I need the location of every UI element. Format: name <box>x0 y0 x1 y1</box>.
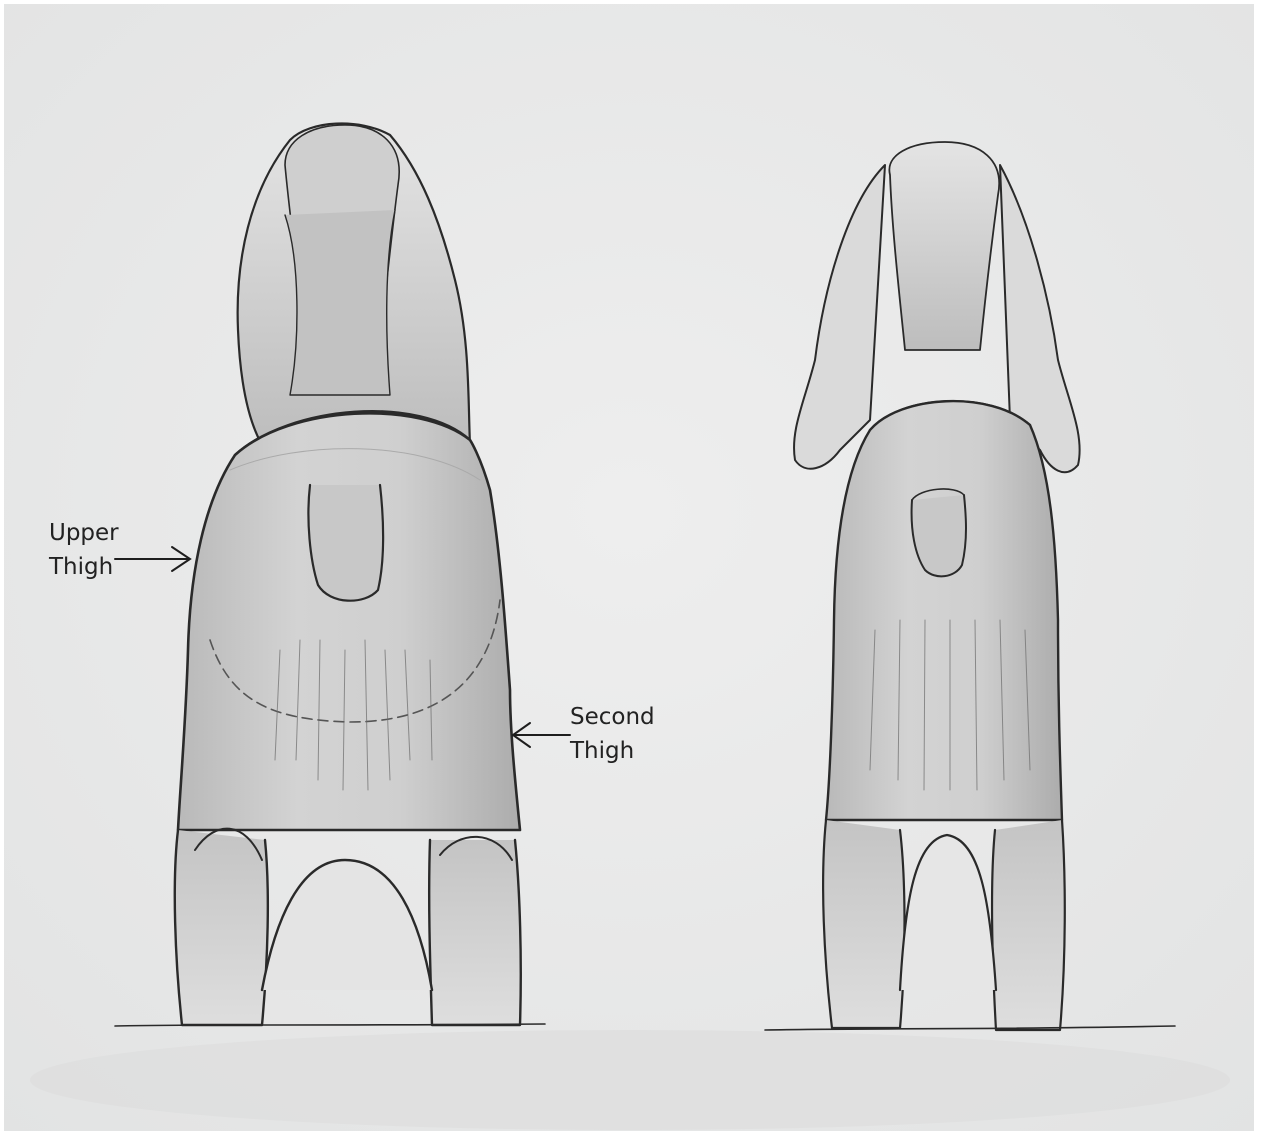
second-thigh-label-line1: Second <box>570 700 655 734</box>
upper-thigh-label-line1: Upper <box>49 516 119 550</box>
upper-thigh-label-line2: Thigh <box>49 550 119 584</box>
upper-thigh-label: Upper Thigh <box>49 516 119 584</box>
second-thigh-label: Second Thigh <box>570 700 655 768</box>
second-thigh-label-line2: Thigh <box>570 734 655 768</box>
